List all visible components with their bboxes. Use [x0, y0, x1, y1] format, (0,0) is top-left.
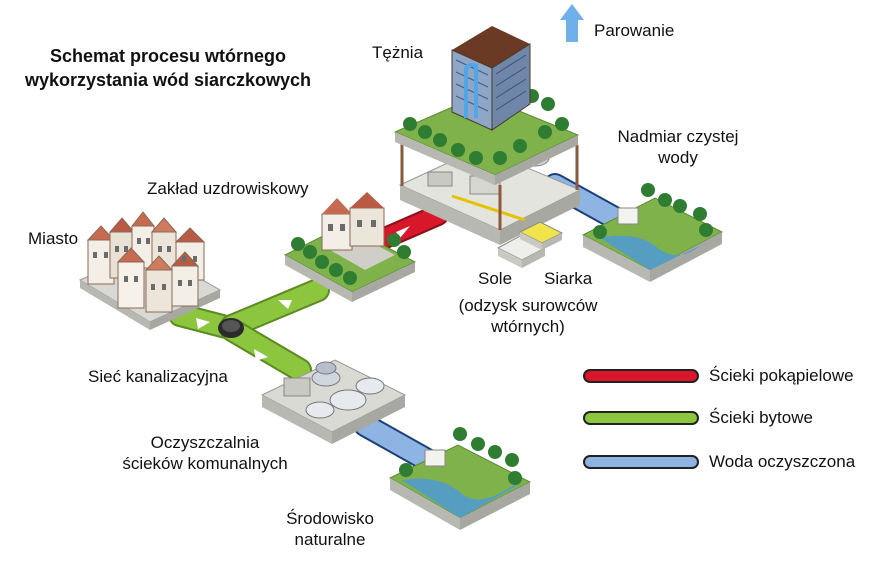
legend-item-domestic-wastewater: Ścieki bytowe	[583, 408, 813, 428]
title-line-1: Schemat procesu wtórnego	[49, 46, 287, 66]
label-treatment-plant-line-1: Oczyszczalnia	[150, 433, 260, 452]
green-pipe-spa	[220, 278, 330, 338]
label-sewer-network: Sieć kanalizacyjna	[88, 367, 228, 386]
city-block	[78, 211, 222, 330]
manhole	[218, 318, 244, 338]
legend-item-treated-water: Woda oczyszczona	[583, 452, 855, 472]
label-excess-water-line-2: wody	[658, 148, 698, 167]
label-spa: Zakład uzdrowiskowy	[147, 179, 309, 198]
label-natural-environment: Środowisko naturalne	[255, 508, 405, 550]
natural-environment-block	[388, 427, 532, 530]
label-recovery-line-1: (odzysk surowców	[458, 296, 598, 315]
graduation-tower-plant	[393, 26, 582, 245]
label-natural-environment-line-1: Środowisko	[286, 509, 374, 528]
label-sulfur: Siarka	[544, 269, 593, 288]
label-treatment-plant: Oczyszczalnia ścieków komunalnych	[95, 432, 315, 474]
label-city: Miasto	[28, 229, 79, 248]
evaporation-arrow	[560, 4, 584, 42]
flow-arrows	[196, 300, 292, 361]
title-line-2: wykorzystania wód siarczkowych	[24, 70, 312, 90]
green-pipe-plant	[220, 318, 312, 382]
excess-water-block	[581, 183, 724, 282]
legend-swatch-green	[583, 411, 699, 425]
label-graduation-tower: Tężnia	[372, 43, 424, 62]
legend-label: Ścieki pokąpielowe	[709, 366, 854, 385]
legend-swatch-blue	[583, 455, 699, 469]
legend-swatch-red	[583, 369, 699, 383]
label-natural-environment-line-2: naturalne	[294, 530, 366, 549]
salt-sulfur-trays	[496, 221, 564, 268]
label-excess-water-line-1: Nadmiar czystej	[617, 127, 739, 146]
treatment-plant-block	[260, 359, 407, 444]
label-salts: Sole	[478, 269, 513, 288]
legend-label: Woda oczyszczona	[709, 452, 856, 471]
label-recovery: (odzysk surowców wtórnych)	[438, 295, 618, 337]
diagram-title: Schemat procesu wtórnego wykorzystania w…	[18, 44, 318, 92]
label-excess-water: Nadmiar czystej wody	[598, 126, 758, 168]
spa-block	[283, 192, 417, 302]
label-treatment-plant-line-2: ścieków komunalnych	[122, 454, 288, 473]
label-evaporation: Parowanie	[594, 21, 675, 40]
legend-item-spa-wastewater: Ścieki pokąpielowe	[583, 366, 854, 386]
label-recovery-line-2: wtórnych)	[491, 317, 565, 336]
legend-label: Ścieki bytowe	[709, 408, 813, 427]
